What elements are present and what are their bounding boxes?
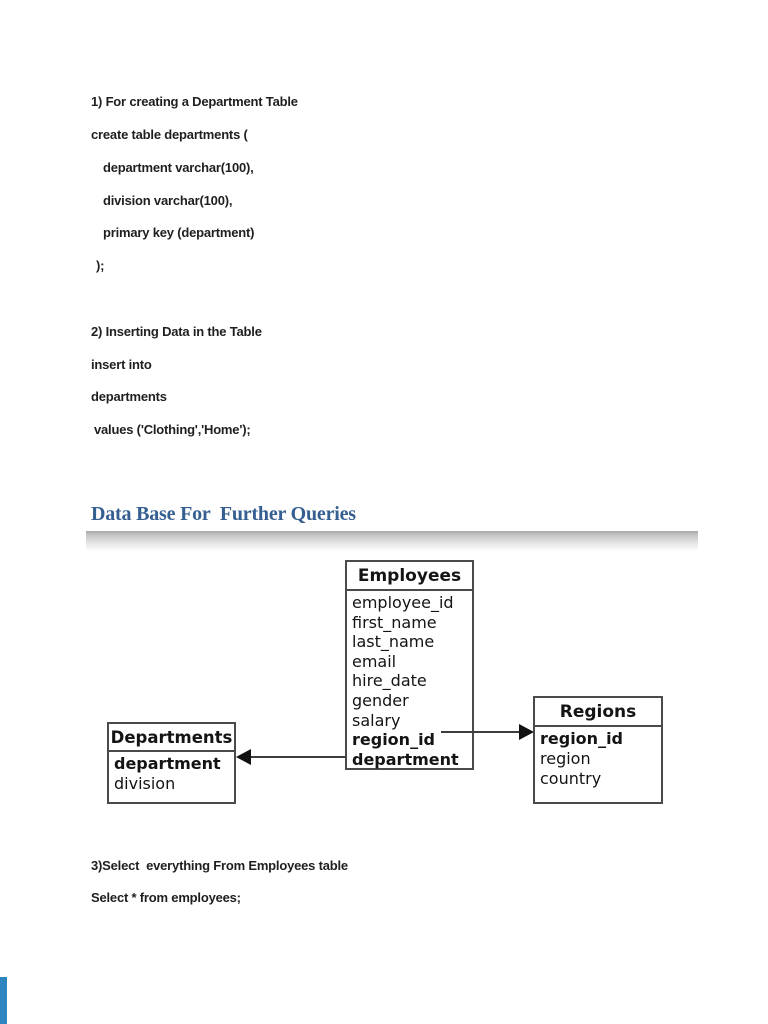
- key-field: region_id: [540, 729, 623, 748]
- relation-line-department: [250, 756, 346, 758]
- entity-fields: employee_id first_name last_name email h…: [347, 591, 472, 769]
- sql-line: 2) Inserting Data in the Table: [91, 324, 262, 339]
- relation-line-regionid: [441, 731, 521, 733]
- entity-title: Employees: [347, 562, 472, 591]
- key-field: department: [352, 749, 459, 769]
- image-top-shadow: [86, 531, 698, 552]
- key-field: region_id: [352, 730, 435, 750]
- sql-line: Select * from employees;: [91, 890, 241, 905]
- field: first_name: [352, 612, 437, 632]
- key-field: department: [114, 754, 221, 773]
- entity-regions: Regions region_id region country: [533, 696, 663, 804]
- sql-line: insert into: [91, 357, 152, 372]
- field: gender: [352, 690, 409, 710]
- field: hire_date: [352, 671, 427, 691]
- sql-line: );: [96, 258, 105, 273]
- field: email: [352, 651, 397, 671]
- sql-line: 1) For creating a Department Table: [91, 94, 298, 109]
- sql-line: values ('Clothing','Home');: [94, 422, 251, 437]
- field: country: [540, 769, 602, 788]
- entity-title: Regions: [535, 698, 661, 727]
- arrowhead-left-icon: [236, 749, 251, 765]
- field: division: [114, 774, 176, 793]
- entity-departments: Departments department division: [107, 722, 236, 804]
- field: last_name: [352, 632, 435, 652]
- sql-line: departments: [91, 389, 167, 404]
- sql-line: primary key (department): [103, 225, 255, 240]
- sql-line: division varchar(100),: [103, 193, 233, 208]
- sql-line: 3)Select everything From Employees table: [91, 858, 348, 873]
- entity-title: Departments: [109, 724, 234, 752]
- entity-employees: Employees employee_id first_name last_na…: [345, 560, 474, 770]
- entity-fields: department division: [109, 752, 234, 794]
- field: employee_id: [352, 593, 454, 612]
- page-edge-accent: [0, 977, 7, 1024]
- field: region: [540, 749, 591, 768]
- sql-line: create table departments (: [91, 127, 248, 142]
- sql-line: department varchar(100),: [103, 160, 254, 175]
- field: salary: [352, 710, 401, 730]
- arrowhead-right-icon: [519, 724, 534, 740]
- section-heading: Data Base For Further Queries: [91, 503, 356, 525]
- entity-fields: region_id region country: [535, 727, 661, 789]
